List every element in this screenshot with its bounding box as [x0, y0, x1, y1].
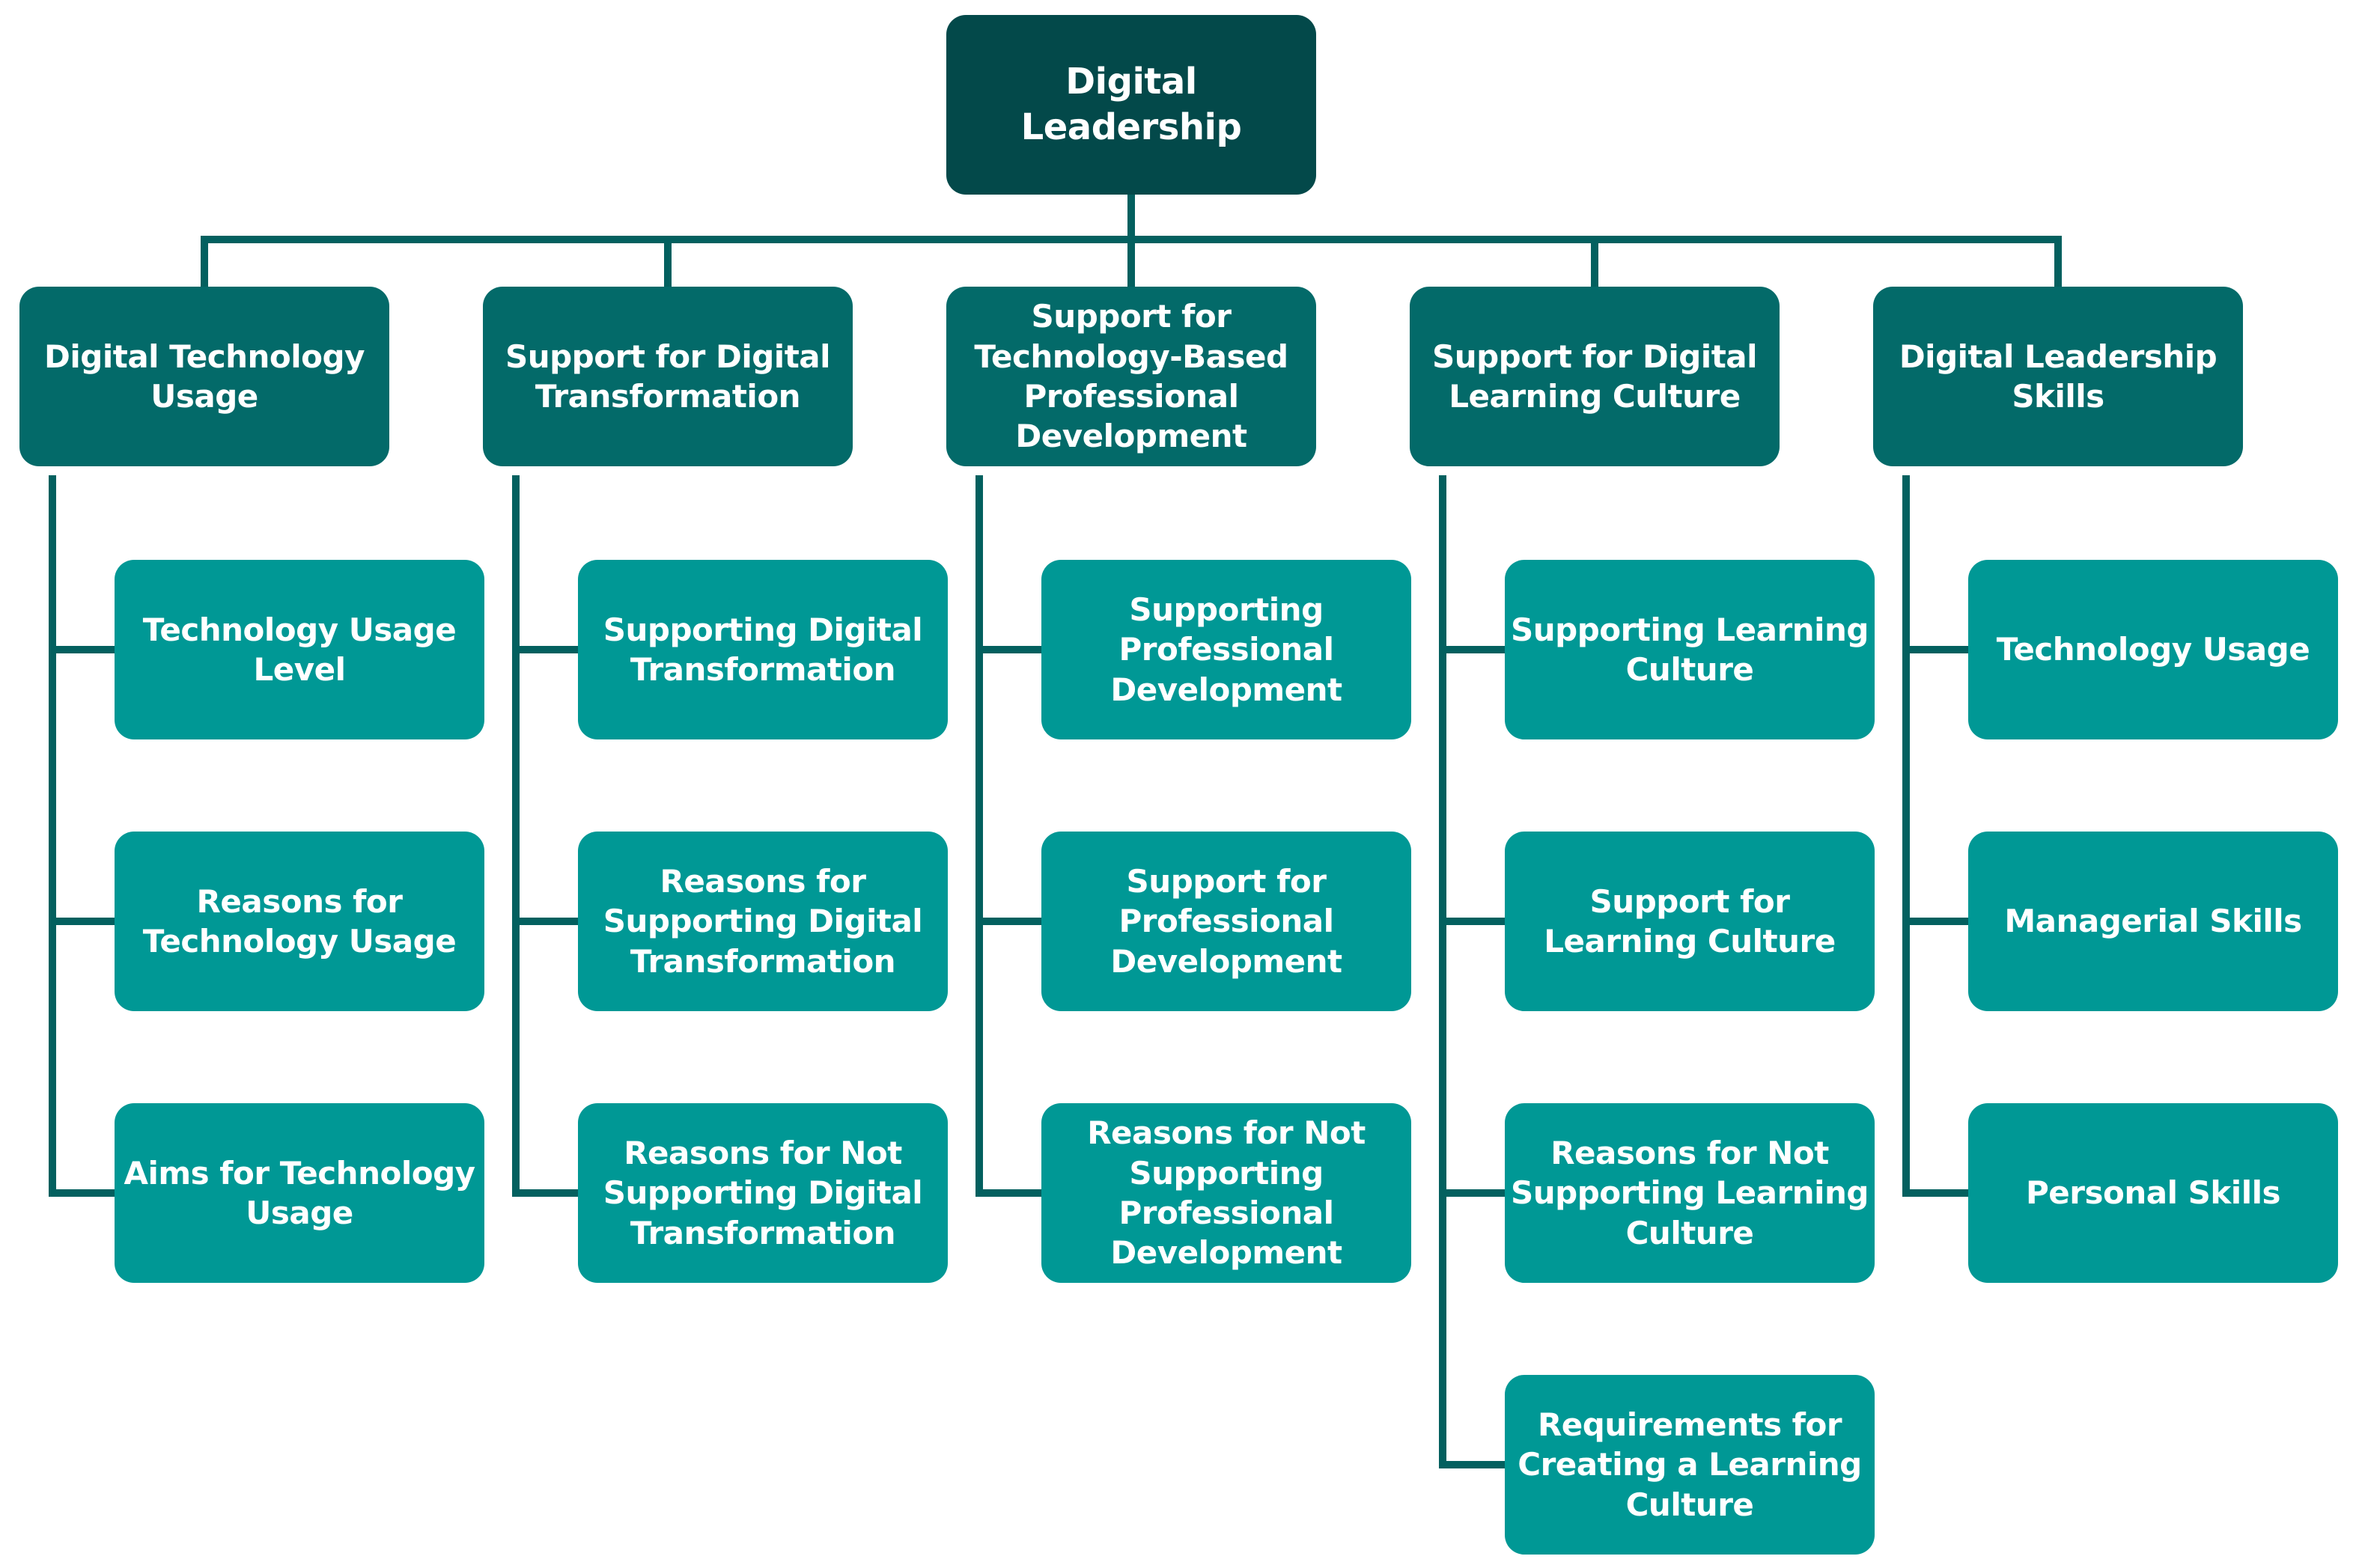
category-label: Support for Digital Transformation [505, 338, 831, 415]
category-label: Digital Technology Usage [44, 338, 365, 415]
item-label: Reasons for Not Supporting Digital Trans… [603, 1135, 923, 1251]
item-label: Aims for Technology Usage [124, 1154, 475, 1231]
item-node: Reasons for Supporting Digital Transform… [578, 832, 948, 1011]
item-node: Technology Usage [1968, 560, 2338, 739]
item-label: Supporting Learning Culture [1511, 611, 1869, 688]
item-label: Reasons for Not Supporting Professional … [1087, 1114, 1366, 1272]
category-node-digital-leadership-skills: Digital Leadership Skills [1873, 287, 2243, 466]
item-label: Support for Professional Development [1110, 863, 1342, 980]
item-label: Technology Usage [1996, 631, 2310, 668]
category-label: Support for Technology-Based Professiona… [974, 298, 1288, 455]
item-node: Reasons for Not Supporting Learning Cult… [1505, 1103, 1875, 1283]
item-label: Support for Learning Culture [1544, 882, 1836, 960]
root-label: Digital Leadership [1020, 61, 1242, 148]
category-node-support-for-digital-learning-culture: Support for Digital Learning Culture [1410, 287, 1780, 466]
root-node: Digital Leadership [946, 15, 1316, 195]
category-node-support-for-technology-based-professional-development: Support for Technology-Based Professiona… [946, 287, 1316, 466]
item-node: Technology Usage Level [115, 560, 484, 739]
item-label: Reasons for Supporting Digital Transform… [603, 863, 923, 980]
item-label: Supporting Digital Transformation [603, 611, 923, 688]
item-label: Managerial Skills [2004, 903, 2302, 940]
item-node: Support for Learning Culture [1505, 832, 1875, 1011]
item-node: Reasons for Not Supporting Digital Trans… [578, 1103, 948, 1283]
category-label: Support for Digital Learning Culture [1431, 338, 1758, 415]
item-label: Reasons for Technology Usage [142, 882, 457, 960]
category-node-digital-technology-usage: Digital Technology Usage [19, 287, 389, 466]
item-node: Aims for Technology Usage [115, 1103, 484, 1283]
item-label: Reasons for Not Supporting Learning Cult… [1511, 1135, 1869, 1251]
item-node: Supporting Professional Development [1041, 560, 1411, 739]
item-label: Supporting Professional Development [1110, 591, 1342, 708]
item-label: Personal Skills [2026, 1174, 2280, 1212]
category-label: Digital Leadership Skills [1899, 338, 2218, 415]
item-node: Personal Skills [1968, 1103, 2338, 1283]
item-node: Requirements for Creating a Learning Cul… [1505, 1375, 1875, 1555]
item-node: Reasons for Technology Usage [115, 832, 484, 1011]
item-label: Technology Usage Level [142, 611, 457, 688]
item-node: Supporting Learning Culture [1505, 560, 1875, 739]
category-node-support-for-digital-transformation: Support for Digital Transformation [483, 287, 853, 466]
item-label: Requirements for Creating a Learning Cul… [1518, 1406, 1862, 1523]
item-node: Supporting Digital Transformation [578, 560, 948, 739]
item-node: Support for Professional Development [1041, 832, 1411, 1011]
item-node: Reasons for Not Supporting Professional … [1041, 1103, 1411, 1283]
item-node: Managerial Skills [1968, 832, 2338, 1011]
